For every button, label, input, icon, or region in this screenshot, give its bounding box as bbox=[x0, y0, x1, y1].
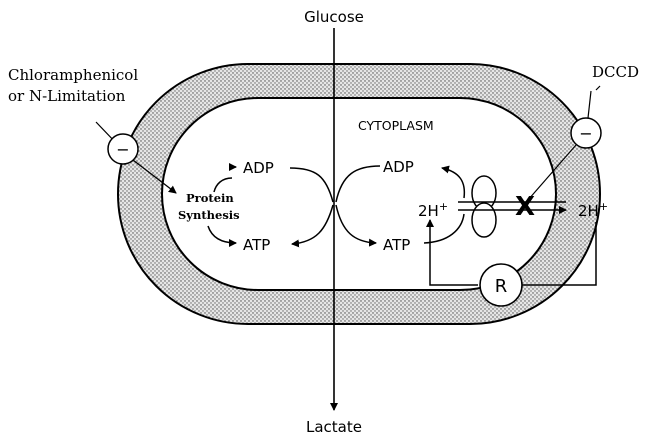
lactate-label: Lactate bbox=[306, 418, 362, 436]
proton-outside-symbol: 2H bbox=[578, 202, 599, 220]
minus-symbol-left: − bbox=[108, 134, 138, 164]
r-label: R bbox=[495, 276, 508, 297]
dccd-label: DCCD bbox=[592, 63, 639, 81]
proton-outside-charge: + bbox=[599, 200, 608, 213]
inhibition-x-mark: X bbox=[515, 192, 535, 222]
glucose-label: Glucose bbox=[304, 8, 364, 26]
inhibitor-label-line2: or N-Limitation bbox=[8, 87, 126, 105]
atpase-complex bbox=[472, 176, 496, 237]
r-transporter: R bbox=[480, 264, 522, 306]
left-cycle-from-protein bbox=[208, 226, 236, 243]
minus-symbol-right: − bbox=[571, 118, 601, 148]
right-cycle-upper-arrow bbox=[336, 166, 380, 202]
proton-inside-symbol: 2H bbox=[418, 202, 439, 220]
adp-left-label: ADP bbox=[243, 159, 274, 177]
dccd-pointer-line bbox=[596, 86, 600, 90]
right-cycle-to-adp bbox=[442, 168, 464, 198]
minus-glyph-left: − bbox=[116, 140, 129, 159]
adp-right-label: ADP bbox=[383, 158, 414, 176]
proton-inside-charge: + bbox=[439, 200, 448, 213]
inhibitor-label-line1: Chloramphenicol bbox=[8, 66, 138, 84]
atp-left-label: ATP bbox=[243, 236, 270, 254]
dccd-connector bbox=[588, 91, 591, 118]
protein-synthesis-label-line1: Protein bbox=[186, 191, 234, 205]
left-cycle-to-protein bbox=[214, 178, 232, 192]
atp-right-label: ATP bbox=[383, 236, 410, 254]
left-cycle-lower-arrow bbox=[292, 205, 333, 244]
right-cycle-lower-arrow bbox=[336, 205, 376, 243]
left-cycle-upper-arrow bbox=[290, 168, 333, 202]
cytoplasm-label: CYTOPLASM bbox=[358, 118, 434, 133]
proton-inside-label: 2H+ bbox=[418, 200, 448, 220]
protein-synthesis-label-line2: Synthesis bbox=[178, 208, 240, 222]
proton-outside-label: 2H+ bbox=[578, 200, 608, 220]
minus-glyph-right: − bbox=[579, 124, 592, 143]
